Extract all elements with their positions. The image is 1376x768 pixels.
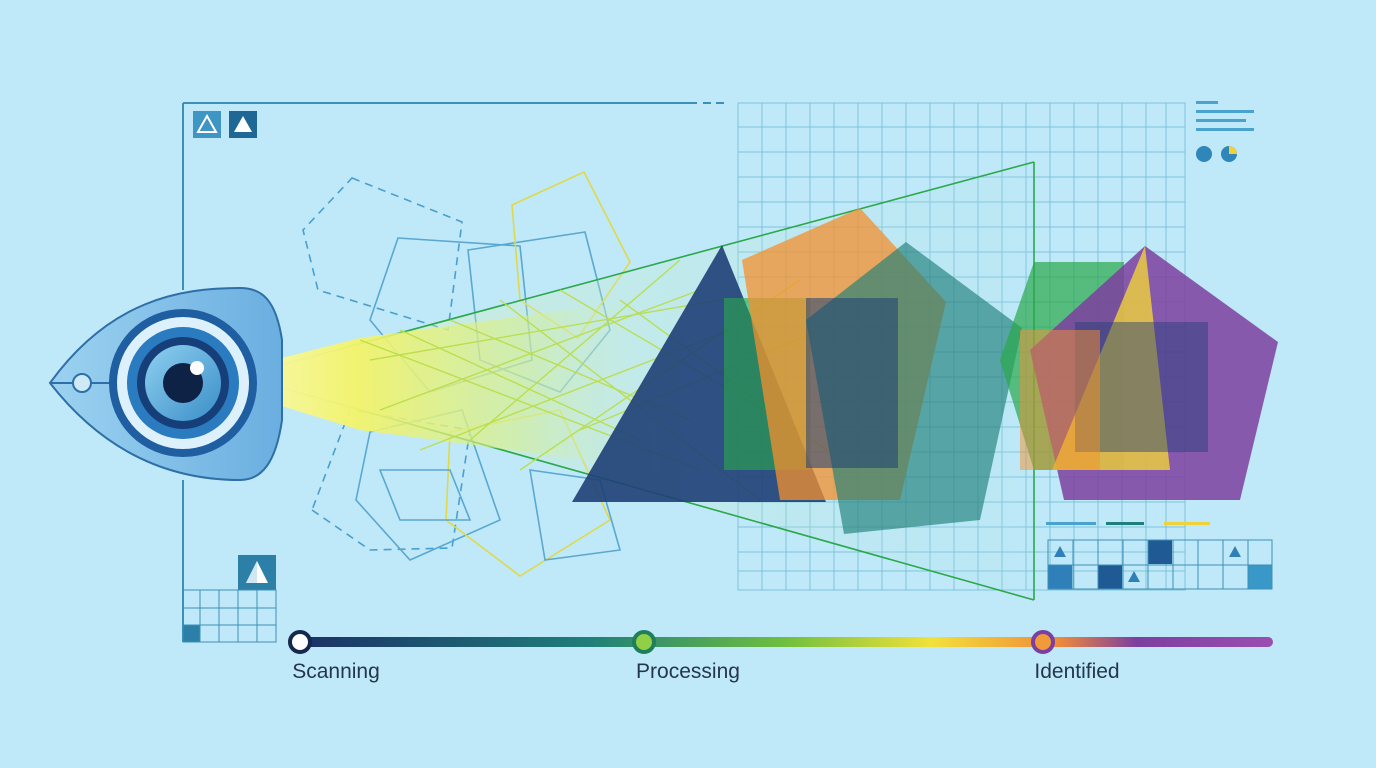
- stage-marker-processing: [632, 630, 656, 654]
- results-table: [1046, 522, 1273, 590]
- corner-grid: [182, 555, 277, 643]
- legend-lines: [1196, 101, 1254, 131]
- stage-label-identified: Identified: [1034, 660, 1120, 683]
- stage-label-processing: Processing: [636, 660, 740, 683]
- eye-icon: [48, 286, 283, 482]
- stage-marker-identified: [1031, 630, 1055, 654]
- recognized-shapes: [572, 208, 1278, 534]
- progress-track: [296, 637, 1273, 647]
- triangle-outline-icon: [193, 111, 221, 138]
- stage-marker-scanning: [288, 630, 312, 654]
- pie-chart-icon: [1196, 146, 1237, 162]
- orange-rect-right: [1020, 330, 1100, 470]
- navy-rect-right: [1075, 322, 1208, 452]
- navy-square: [806, 298, 898, 468]
- triangle-filled-icon: [229, 111, 257, 138]
- scan-beam: [196, 300, 660, 470]
- stage-label-scanning: Scanning: [292, 660, 380, 683]
